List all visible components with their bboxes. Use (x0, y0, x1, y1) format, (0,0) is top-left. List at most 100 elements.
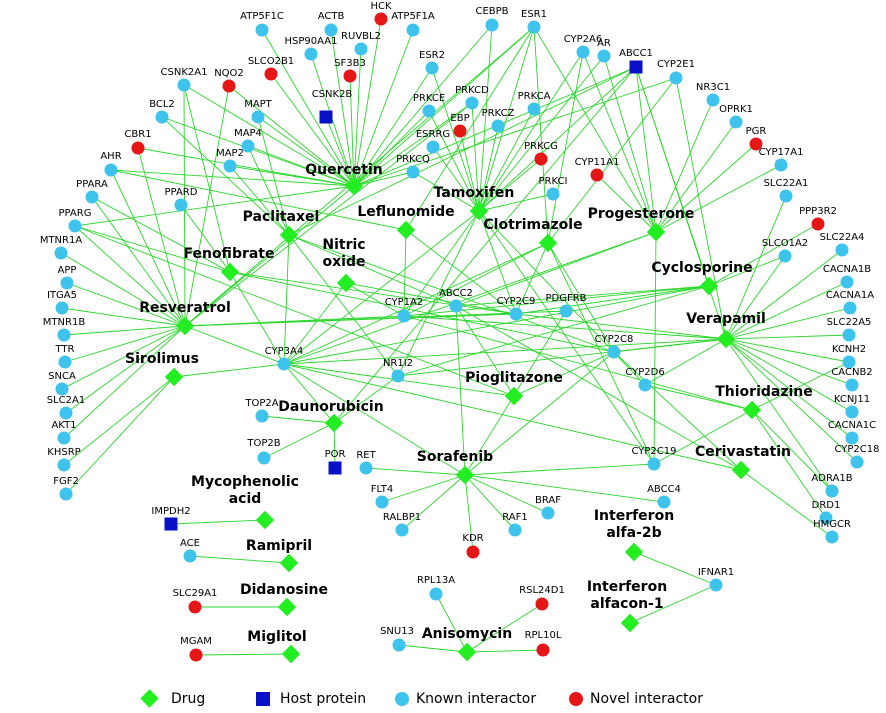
node-label: ABCC4 (647, 484, 681, 495)
known-interactor-circle (57, 328, 71, 342)
edge-tamoxifen-ESRRG (432, 146, 480, 212)
edge-quercetin-CBR1 (137, 147, 355, 187)
known-interactor-circle (155, 110, 169, 124)
known-interactor-circle (597, 49, 611, 63)
host-protein-square (328, 461, 342, 475)
edge-clotrimazole-CYP2C9 (515, 242, 549, 315)
known-interactor-node-kcnh2: KCNH2 (832, 344, 866, 369)
edge-quercetin-MAPT (257, 116, 355, 187)
known-interactor-node-cyp3a4: CYP3A4 (265, 346, 304, 371)
known-interactor-circle (607, 345, 621, 359)
drug-node-verapamil: Verapamil (686, 311, 766, 349)
novel-interactor-circle (131, 141, 145, 155)
known-interactor-node-slco1a2: SLCO1A2 (762, 238, 808, 263)
edge-verapamil-CYP2D6 (644, 338, 727, 386)
drug-diamond (731, 460, 751, 480)
known-interactor-circle (819, 511, 833, 525)
node-label: CYP2C8 (595, 334, 634, 345)
drug-node-sirolimus: Sirolimus (125, 351, 199, 387)
node-label: TOP2B (246, 438, 280, 449)
known-interactor-circle (842, 328, 856, 342)
drug-node-pioglitazone: Pioglitazone (465, 370, 563, 406)
known-interactor-circle (546, 187, 560, 201)
node-label: SF3B3 (334, 58, 366, 69)
edge-anisomycin-SNU13 (398, 644, 468, 653)
edge-tamoxifen-PRKCD (471, 102, 480, 212)
known-interactor-circle (104, 163, 118, 177)
novel-interactor-node-mgam: MGAM (180, 636, 212, 662)
edge-tamoxifen-PRKCI (478, 193, 554, 212)
known-interactor-node-prkcq: PRKCQ (396, 154, 430, 179)
node-label: SLC29A1 (173, 588, 218, 599)
drug-diamond (396, 220, 416, 240)
drug-diamond (164, 367, 184, 387)
known-interactor-circle (825, 530, 839, 544)
node-label: RPL13A (417, 575, 455, 586)
edge-daunorubicin-NR1I2 (333, 375, 399, 424)
drug-node-resveratrol: Resveratrol (139, 300, 231, 336)
known-interactor-node-cacna1a: CACNA1A (826, 290, 874, 315)
edge-clotrimazole-CYP3A4 (283, 242, 549, 365)
novel-interactor-node-slc29a1: SLC29A1 (173, 588, 218, 614)
node-label: CACNA1C (828, 420, 876, 431)
drug-diamond (220, 262, 240, 282)
known-interactor-node-actb: ACTB (318, 11, 344, 37)
node-label: RUVBL2 (341, 31, 381, 42)
edge-tamoxifen-EBP (459, 130, 480, 212)
edge-verapamil-NR1I2 (397, 338, 727, 377)
host-protein-node-abcc1: ABCC1 (619, 48, 653, 74)
drug-node-fenofibrate: Fenofibrate (183, 246, 275, 282)
node-label: RAF1 (502, 512, 528, 523)
edge-verapamil-SLC22A5 (725, 334, 850, 340)
node-label: MAP4 (234, 128, 262, 139)
drug-node-anisomycin: Anisomycin (422, 626, 512, 662)
node-label: SLC2A1 (47, 395, 85, 406)
edge-quercetin-CEBPB (353, 24, 493, 187)
edge-cerivastatin-CYP3A4 (283, 363, 742, 471)
edge-cyclosporine-CYP2C9 (515, 285, 710, 315)
edge-thioridazine-KCNH2 (751, 361, 850, 411)
edge-mycophenolic-IMPDH2 (170, 519, 266, 525)
known-interactor-circle (779, 189, 793, 203)
edge-interferon2b-IFNAR1 (633, 551, 717, 586)
known-interactor-node-ace: ACE (180, 538, 200, 563)
known-interactor-node-mtnr1b: MTNR1B (43, 317, 85, 342)
known-interactor-circle (359, 461, 373, 475)
node-label: Ramipril (246, 538, 312, 554)
node-label: Verapamil (686, 311, 766, 327)
edge-ramipril-ACE (189, 555, 290, 564)
edge-progesterone-PGR (655, 143, 757, 233)
edge-fenofibrate-CYP2C8 (229, 271, 615, 353)
known-interactor-node-top2b: TOP2B (246, 438, 281, 465)
novel-interactor-node-kdr: KDR (462, 533, 484, 559)
known-interactor-node-ret: RET (356, 450, 377, 475)
node-label: EBP (450, 113, 469, 124)
known-interactor-node-hmgcr: HMGCR (813, 519, 851, 544)
known-interactor-node-itga5: ITGA5 (47, 290, 77, 315)
edge-thioridazine-DRD1 (751, 409, 827, 519)
known-interactor-circle (845, 431, 859, 445)
host-protein-square (164, 517, 178, 531)
node-label: CYP2C18 (834, 444, 879, 455)
node-label: KCNJ11 (834, 394, 870, 405)
drug-diamond (281, 644, 301, 664)
node-label: BRAF (535, 495, 561, 506)
novel-interactor-circle (374, 12, 388, 26)
node-label: ESR1 (521, 9, 547, 20)
drug-diamond (646, 222, 666, 242)
edge-resveratrol-SLC2A1 (65, 325, 186, 414)
known-interactor-node-cyp2c19: CYP2C19 (631, 446, 677, 471)
node-label: HMGCR (813, 519, 851, 530)
node-label: MGAM (180, 636, 212, 647)
node-label: CYP3A4 (265, 346, 304, 357)
node-label: MTNR1A (40, 235, 83, 246)
edge-verapamil-CACNA1B (725, 281, 848, 340)
node-label: CSNK2B (312, 89, 353, 100)
edge-sirolimus-KHSRP (63, 376, 175, 466)
edge-fenofibrate-CYP2C9 (229, 271, 517, 315)
known-interactor-node-prkcd: PRKCD (455, 85, 489, 110)
network-edges (60, 18, 858, 656)
known-interactor-node-ruvbl2: RUVBL2 (341, 31, 381, 56)
node-label: CEBPB (475, 6, 508, 17)
